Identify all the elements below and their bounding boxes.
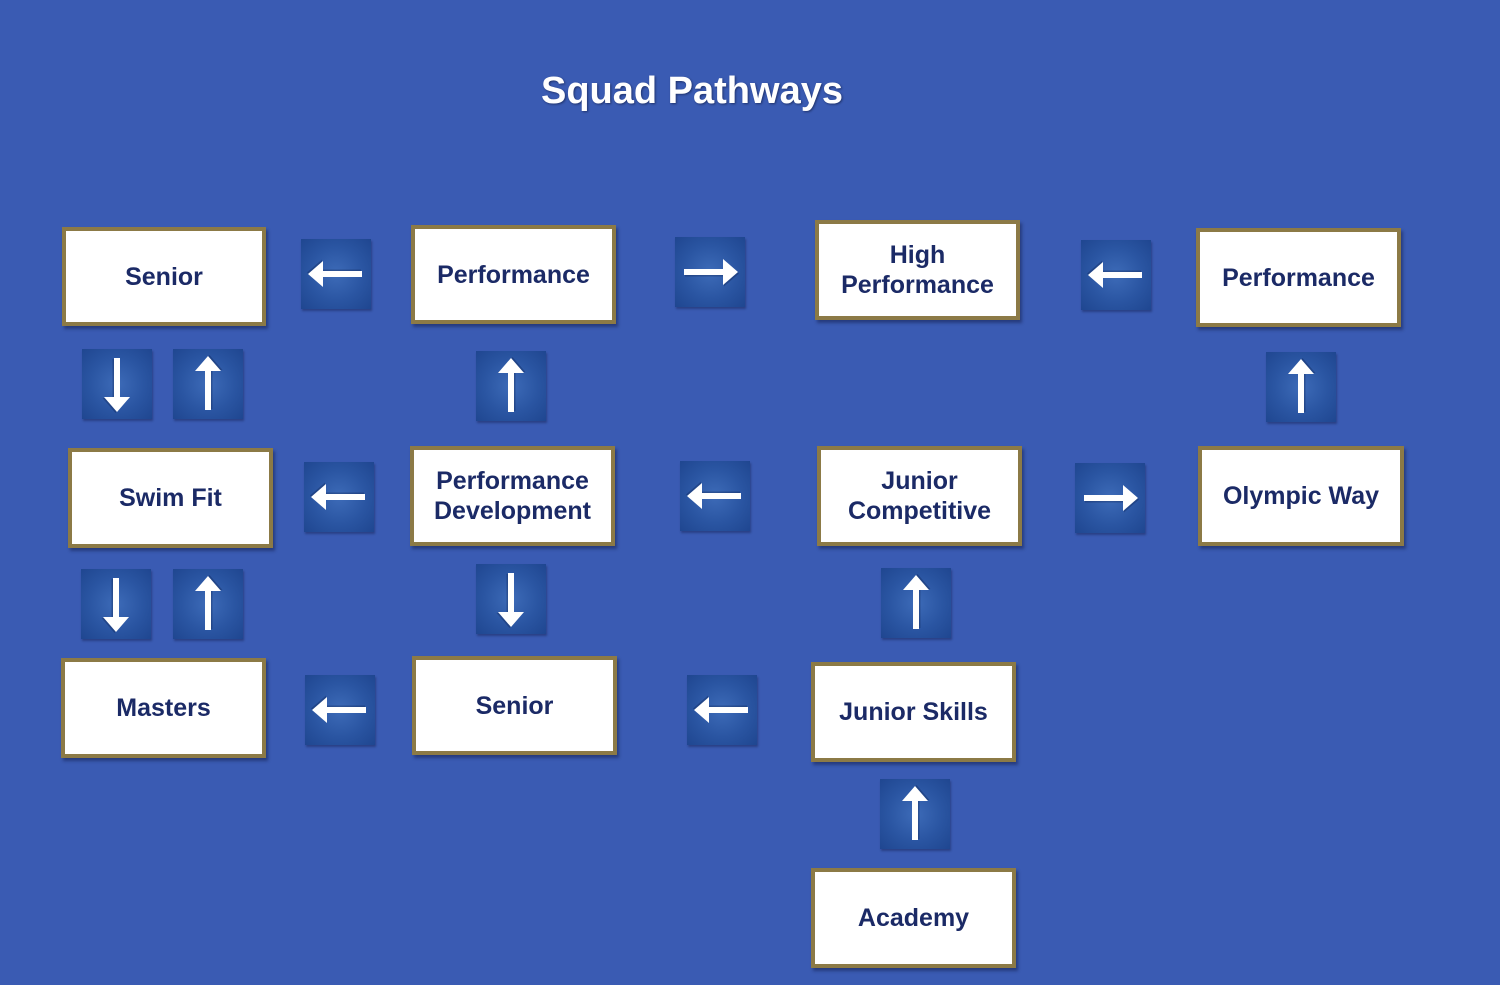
node-swim-fit: Swim Fit: [68, 448, 273, 548]
arrow-up-icon: [476, 351, 546, 421]
arrow-up-icon: [173, 349, 243, 419]
node-academy: Academy: [811, 868, 1016, 968]
arrow-up-icon: [881, 568, 951, 638]
arrow-down-icon: [81, 569, 151, 639]
arrow-down-icon: [82, 349, 152, 419]
node-performance-development: Performance Development: [410, 446, 615, 546]
arrow-up-icon: [1266, 352, 1336, 422]
arrow-left-icon: [680, 461, 750, 531]
diagram-title: Squad Pathways: [541, 70, 843, 112]
node-junior-skills: Junior Skills: [811, 662, 1016, 762]
arrow-left-icon: [305, 675, 375, 745]
arrow-up-icon: [173, 569, 243, 639]
arrow-left-icon: [1081, 240, 1151, 310]
node-performance-right: Performance: [1196, 228, 1401, 327]
node-senior-bottom: Senior: [412, 656, 617, 755]
arrow-left-icon: [304, 462, 374, 532]
arrow-left-icon: [687, 675, 757, 745]
arrow-left-icon: [301, 239, 371, 309]
arrow-right-icon: [675, 237, 745, 307]
node-performance-mid: Performance: [411, 225, 616, 324]
arrow-right-icon: [1075, 463, 1145, 533]
node-junior-competitive: Junior Competitive: [817, 446, 1022, 546]
arrow-down-icon: [476, 564, 546, 634]
node-high-performance: High Performance: [815, 220, 1020, 320]
node-masters: Masters: [61, 658, 266, 758]
arrow-up-icon: [880, 779, 950, 849]
node-senior-top: Senior: [62, 227, 266, 326]
node-olympic-way: Olympic Way: [1198, 446, 1404, 546]
